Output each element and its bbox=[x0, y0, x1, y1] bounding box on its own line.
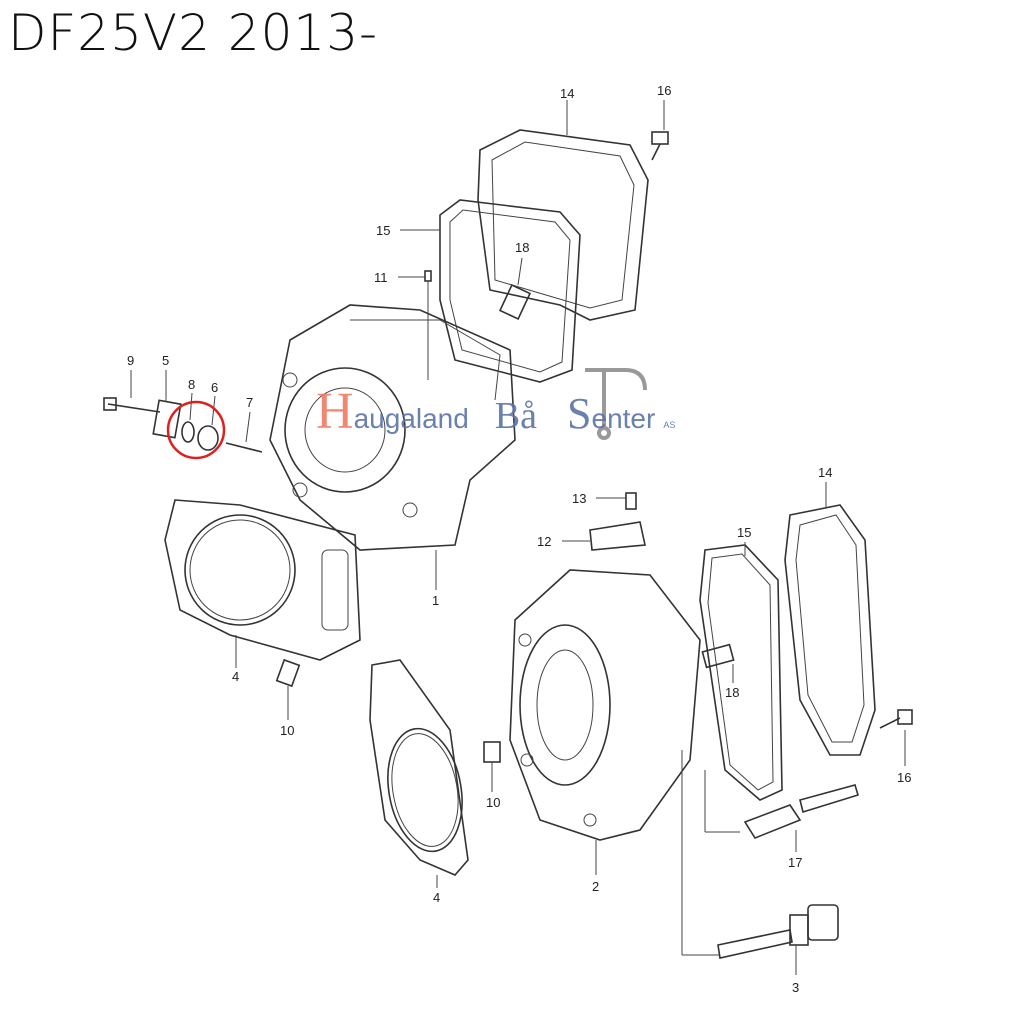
callout-15: 15 bbox=[376, 223, 390, 238]
spark-plug-17 bbox=[743, 784, 859, 852]
watermark-ba: Bå bbox=[494, 395, 538, 437]
diagram-title: DF25V2 2013- bbox=[8, 4, 379, 62]
dowel-18-upper bbox=[498, 257, 532, 320]
callout-8: 8 bbox=[188, 377, 195, 392]
callout-5: 5 bbox=[162, 353, 169, 368]
callout-18: 18 bbox=[725, 685, 739, 700]
dowel-18-lower bbox=[701, 643, 735, 669]
bolt-16-upper bbox=[651, 100, 669, 161]
callout-12: 12 bbox=[537, 534, 551, 549]
thermostat-parts bbox=[103, 370, 263, 460]
callout-2: 2 bbox=[592, 879, 599, 894]
valve-cover-upper bbox=[477, 100, 649, 321]
callout-17: 17 bbox=[788, 855, 802, 870]
watermark-enter: enter bbox=[591, 403, 656, 434]
head-gasket-4-left bbox=[164, 499, 361, 668]
cylinder-head-1 bbox=[269, 304, 516, 590]
watermark-as: AS bbox=[663, 420, 676, 430]
gasket-15-lower bbox=[699, 542, 783, 833]
anchor-logo-icon bbox=[585, 368, 647, 440]
callout-18: 18 bbox=[515, 240, 529, 255]
dowel-10-lower bbox=[483, 741, 501, 763]
callout-15: 15 bbox=[737, 525, 751, 540]
callout-14: 14 bbox=[818, 465, 832, 480]
callout-16: 16 bbox=[657, 83, 671, 98]
callout-4: 4 bbox=[433, 890, 440, 905]
callout-13: 13 bbox=[572, 491, 586, 506]
bolt-3 bbox=[717, 904, 839, 975]
callout-1: 1 bbox=[432, 593, 439, 608]
callout-4: 4 bbox=[232, 669, 239, 684]
valve-cover-lower bbox=[784, 482, 876, 756]
watermark-logo: Haugaland Bå Senter AS bbox=[316, 382, 675, 441]
callout-10: 10 bbox=[486, 795, 500, 810]
callout-6: 6 bbox=[211, 380, 218, 395]
callout-14: 14 bbox=[560, 86, 574, 101]
callout-3: 3 bbox=[792, 980, 799, 995]
head-gasket-4-lower bbox=[369, 659, 469, 888]
callout-9: 9 bbox=[127, 353, 134, 368]
watermark-s: S bbox=[567, 389, 592, 438]
dowel-10-left bbox=[275, 658, 301, 688]
callout-10: 10 bbox=[280, 723, 294, 738]
watermark-h: H bbox=[316, 383, 354, 440]
callout-11: 11 bbox=[374, 270, 388, 285]
gasket-15-upper bbox=[400, 199, 581, 383]
callout-7: 7 bbox=[246, 395, 253, 410]
callout-16: 16 bbox=[897, 770, 911, 785]
highlight-circle bbox=[166, 400, 226, 460]
cylinder-head-2 bbox=[509, 569, 720, 956]
watermark-augaland: augaland bbox=[353, 403, 469, 434]
